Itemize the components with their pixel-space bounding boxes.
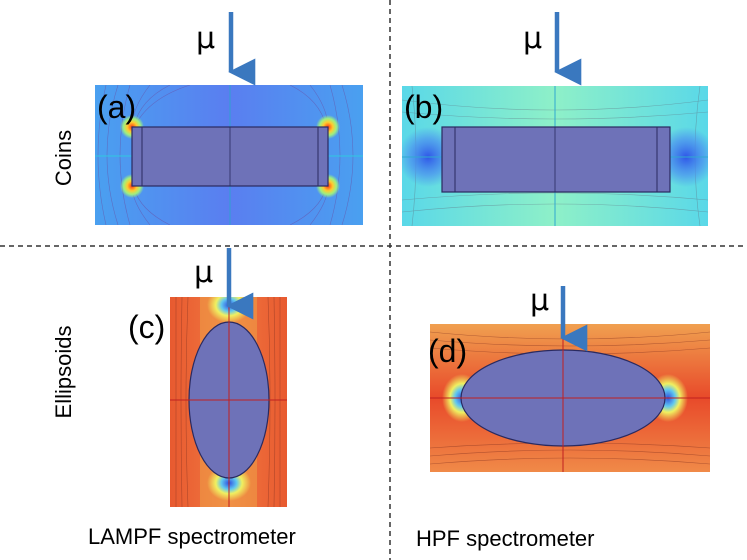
panel-label-d: (d) (428, 333, 467, 369)
panel-a (95, 85, 363, 225)
caption-hpf: HPF spectrometer (416, 526, 595, 551)
row-label-coins: Coins (51, 130, 76, 186)
panel-c (170, 297, 287, 507)
mu-label-c: μ (194, 255, 213, 290)
mu-label-a: μ (196, 21, 215, 56)
row-label-ellipsoids: Ellipsoids (51, 326, 76, 419)
panel-label-b: (b) (404, 89, 443, 125)
panel-d (430, 324, 710, 472)
panel-b (402, 86, 708, 226)
coin-sample-b (441, 126, 671, 193)
caption-lampf: LAMPF spectrometer (88, 524, 296, 549)
field-lines-c (175, 297, 281, 507)
panel-label-a: (a) (97, 89, 136, 125)
mu-label-d: μ (530, 283, 549, 318)
mu-label-b: μ (523, 21, 542, 56)
panel-label-c: (c) (128, 309, 165, 345)
